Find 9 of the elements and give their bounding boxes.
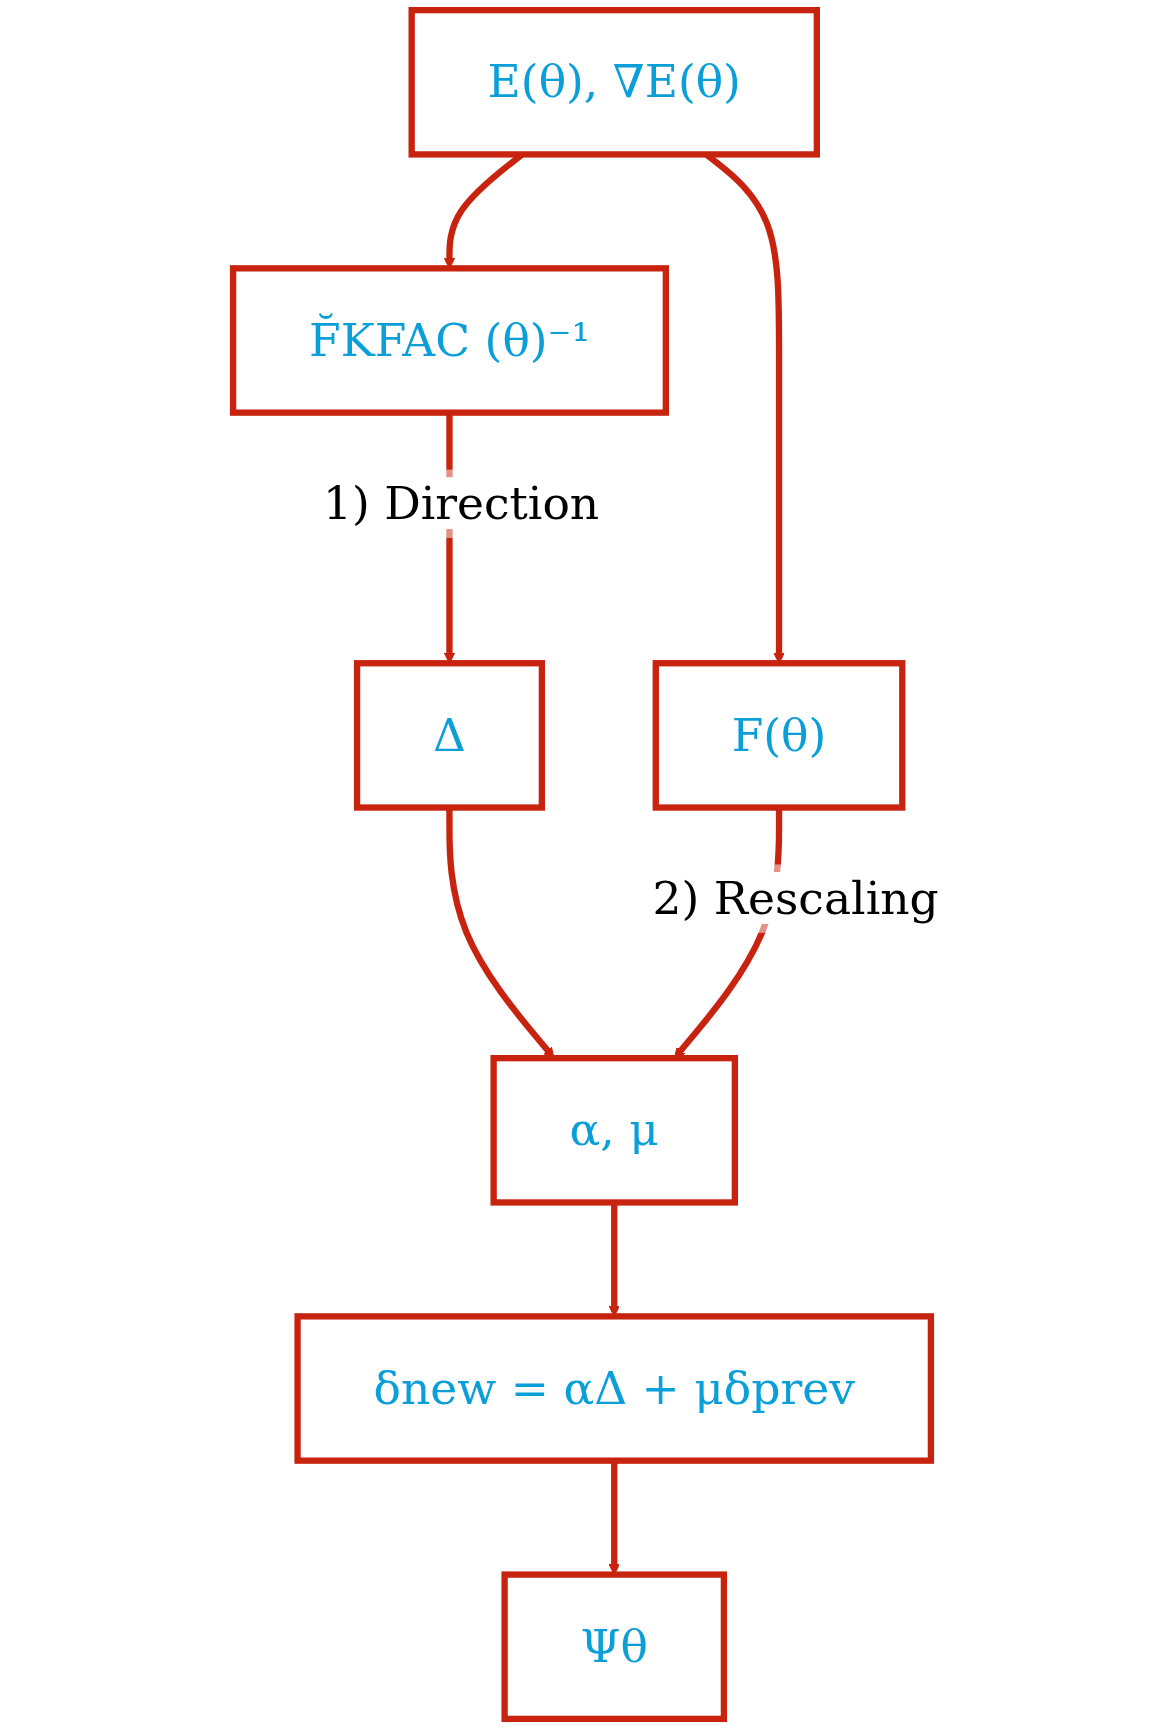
- node-box: α, μ: [490, 1055, 739, 1206]
- node-box: E(θ), ∇E(θ): [408, 6, 820, 158]
- node-box: Ψθ: [501, 1571, 728, 1723]
- node-box: F(θ): [652, 660, 906, 811]
- node-box: F̆KFAC (θ)⁻¹: [229, 265, 669, 416]
- node-box: δnew = αΔ + μδprev: [294, 1313, 935, 1464]
- edge-label: 1) Direction: [322, 477, 600, 530]
- edge-label: 2) Rescaling: [652, 872, 939, 924]
- node-box: Δ: [353, 660, 546, 811]
